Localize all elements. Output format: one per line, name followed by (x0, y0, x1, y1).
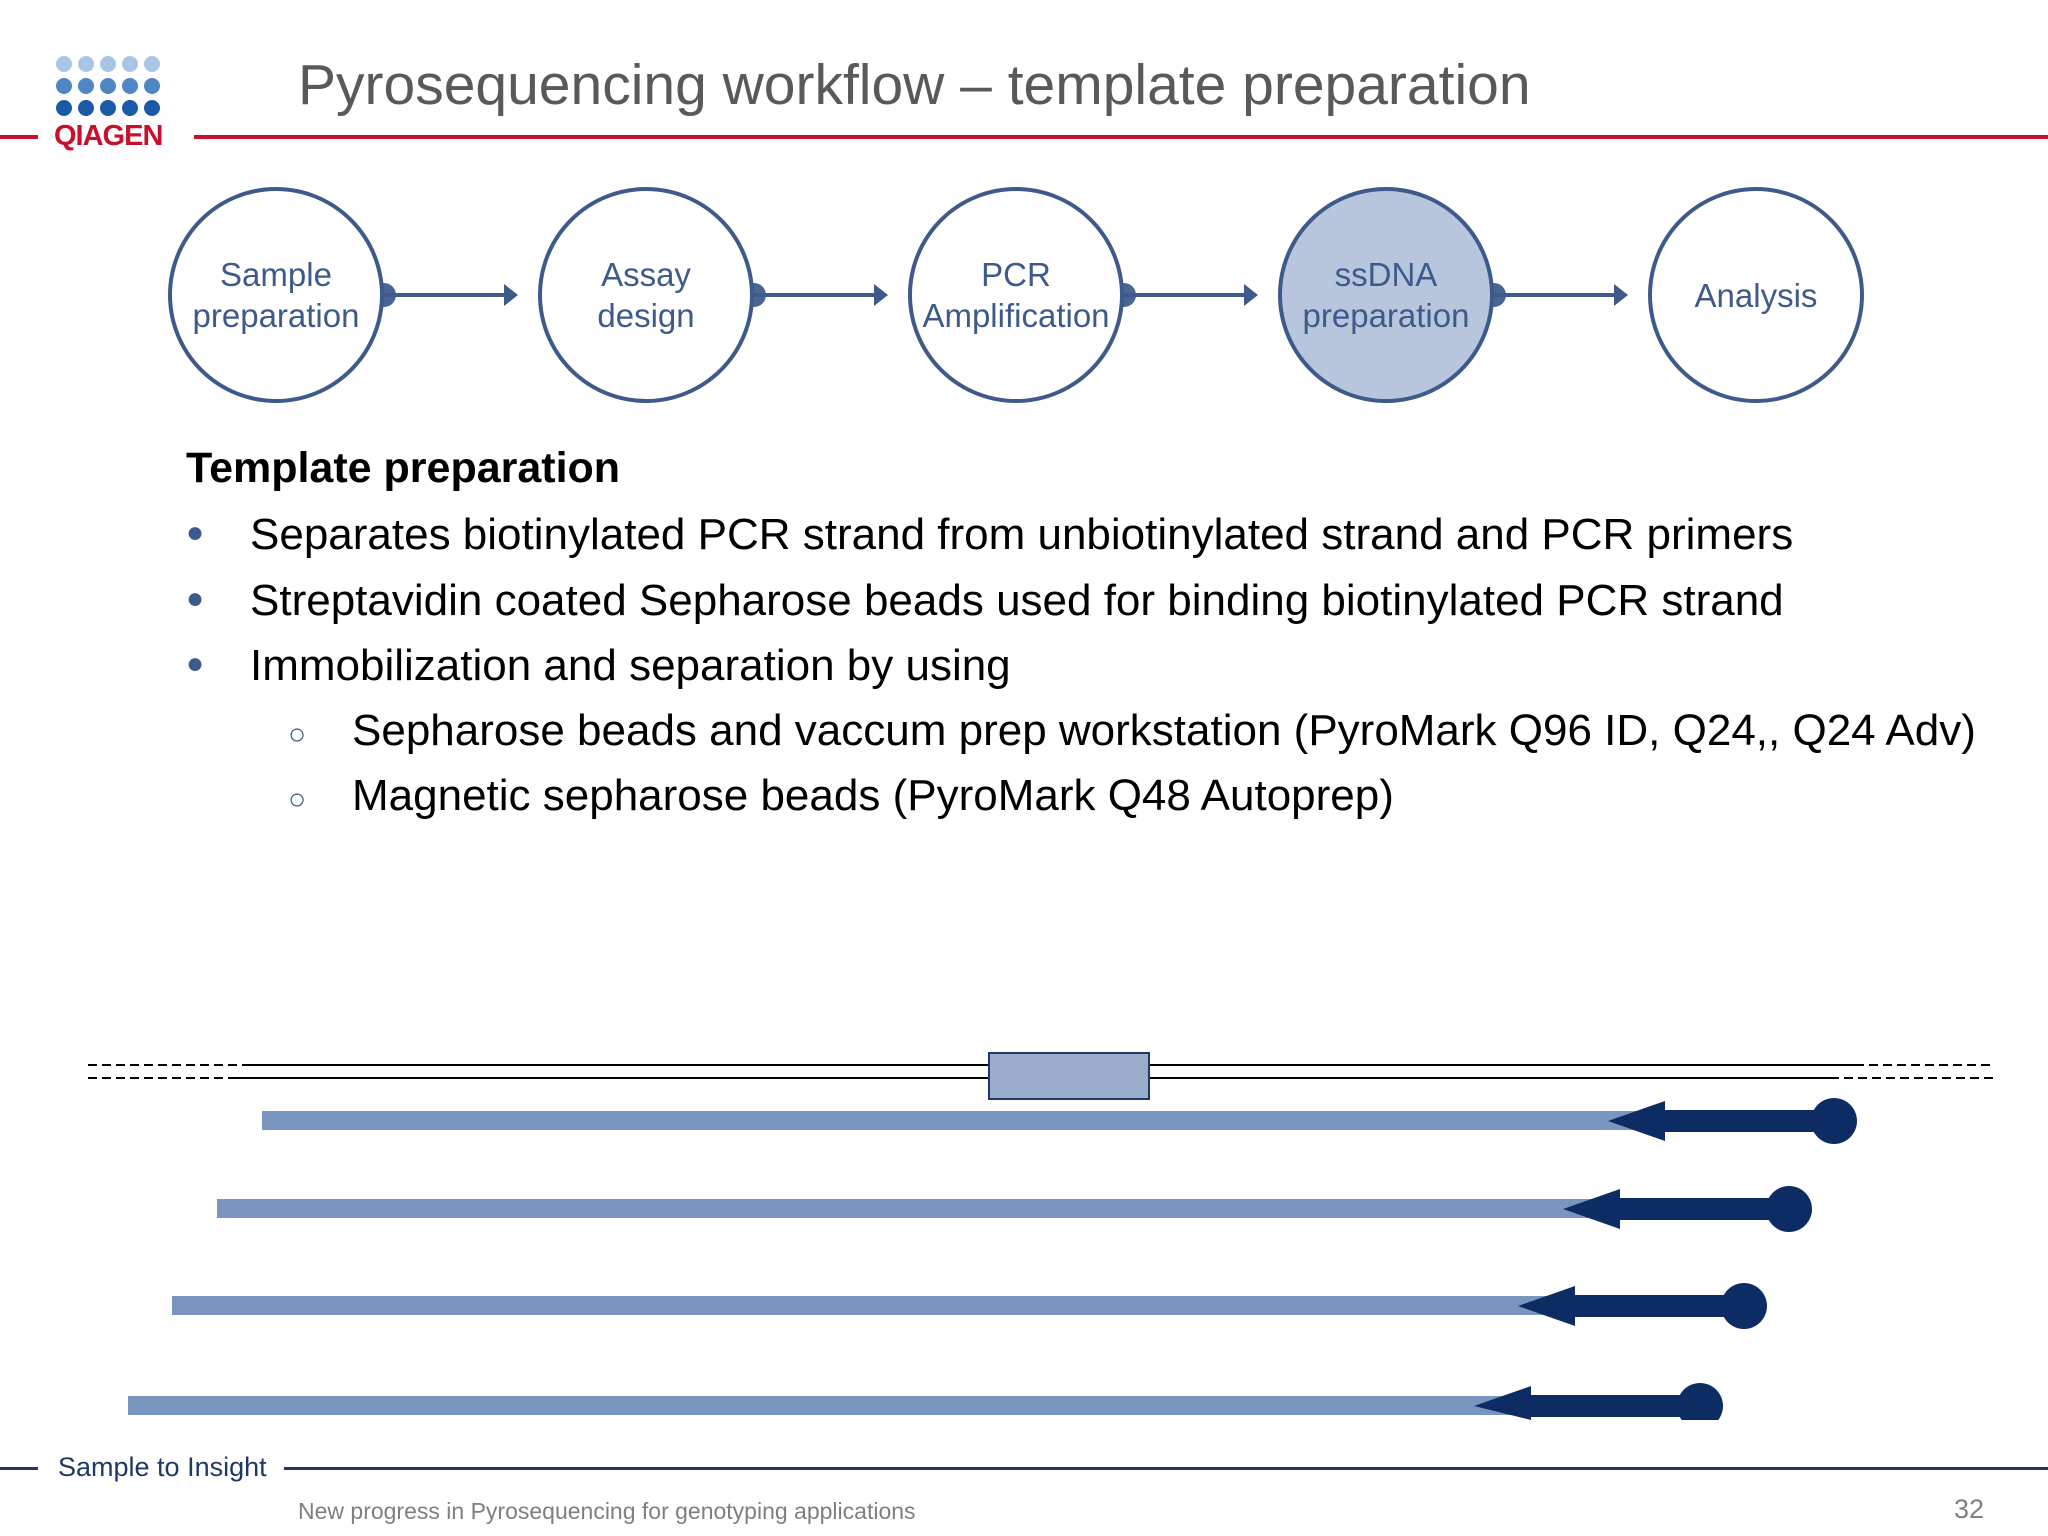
biotinylated-strand-1 (262, 1098, 1857, 1144)
arrow-right-icon (874, 284, 888, 306)
sub-bullet-text: Sepharose beads and vaccum prep workstat… (352, 706, 1976, 755)
biotin-bead-icon (1811, 1098, 1857, 1144)
template-diagram (88, 1052, 1995, 1420)
biotinylated-strand-2 (217, 1186, 1812, 1232)
step-sample-preparation: Sample preparation (168, 187, 384, 403)
slide-title: Pyrosequencing workflow – template prepa… (298, 53, 1531, 117)
section-heading: Template preparation (186, 444, 621, 492)
step-label: Sample preparation (192, 256, 360, 334)
connector-4 (1482, 283, 1628, 307)
bullet-icon: ● (186, 647, 205, 680)
bullet-icon: ● (186, 582, 205, 615)
connector-2 (742, 283, 888, 307)
biotinylated-strand-3 (172, 1283, 1767, 1329)
bullet-text: Streptavidin coated Sepharose beads used… (250, 576, 1784, 625)
hollow-bullet-icon: ○ (288, 718, 307, 751)
arrow-left-icon (1563, 1189, 1620, 1229)
step-analysis: Analysis (1648, 187, 1864, 403)
footer-rule (284, 1467, 2048, 1470)
arrow-left-icon (1474, 1386, 1531, 1420)
dsdna-template (88, 1052, 1995, 1100)
arrow-right-icon (1244, 284, 1258, 306)
page-number: 32 (1953, 1494, 1984, 1524)
step-label: ssDNA preparation (1302, 256, 1470, 334)
biotin-bead-icon (1677, 1383, 1723, 1420)
biotin-bead-icon (1766, 1186, 1812, 1232)
workflow-connectors (372, 283, 1628, 307)
header-rule-left (0, 135, 38, 139)
step-ssdna-preparation: ssDNA preparation (1278, 187, 1494, 403)
logo-text: QIAGEN (54, 120, 163, 152)
arrow-right-icon (504, 284, 518, 306)
tagline: Sample to Insight (58, 1452, 267, 1482)
sub-bullet-text: Magnetic sepharose beads (PyroMark Q48 A… (352, 771, 1394, 820)
step-label: PCR Amplification (922, 256, 1110, 334)
footer-text: New progress in Pyrosequencing for genot… (298, 1498, 916, 1524)
header-rule (194, 135, 2048, 139)
qiagen-logo: QIAGEN (52, 52, 182, 156)
step-label: Analysis (1694, 276, 1818, 314)
footer-rule-left (0, 1467, 38, 1470)
hollow-bullet-icon: ○ (288, 783, 307, 816)
bullet-text: Immobilization and separation by using (250, 641, 1011, 690)
step-pcr-amplification: PCR Amplification (908, 187, 1124, 403)
arrow-left-icon (1608, 1101, 1665, 1141)
step-label: Assay design (597, 256, 695, 334)
arrow-left-icon (1518, 1286, 1575, 1326)
biotin-bead-icon (1721, 1283, 1767, 1329)
arrow-right-icon (1614, 284, 1628, 306)
target-region (988, 1052, 1150, 1100)
bullet-text: Separates biotinylated PCR strand from u… (250, 510, 1794, 559)
workflow-steps: Sample preparation Assay design PCR Ampl… (0, 170, 2048, 420)
connector-3 (1112, 283, 1258, 307)
logo-dots-icon (56, 56, 160, 116)
biotinylated-strand-4 (128, 1383, 1723, 1420)
step-assay-design: Assay design (538, 187, 754, 403)
connector-1 (372, 283, 518, 307)
bullet-icon: ● (186, 516, 205, 549)
